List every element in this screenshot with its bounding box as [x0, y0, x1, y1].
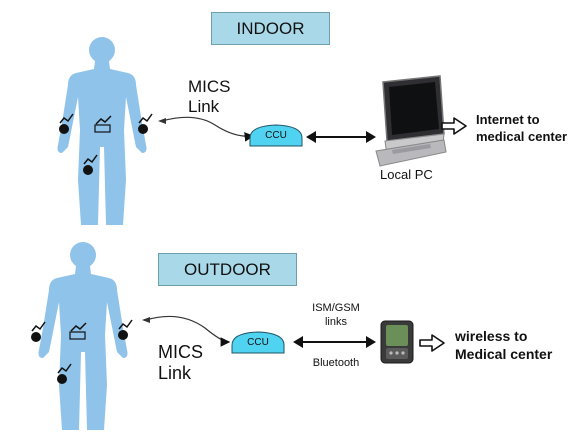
pda-device-icon: [380, 320, 414, 364]
indoor-sensor-leg: [83, 154, 98, 175]
outdoor-mics-label: MICS Link: [158, 342, 203, 384]
bluetooth-label: Bluetooth: [312, 357, 360, 369]
outdoor-ccu-label: CCU: [247, 337, 269, 348]
indoor-mics-label: MICS Link: [188, 77, 231, 117]
outdoor-mics-label-line1: MICS: [158, 342, 203, 362]
ism-gsm-label: ISM/GSM links: [296, 301, 376, 329]
ism-gsm-line1: ISM/GSM: [312, 302, 360, 314]
outdoor-destination-line2: Medical center: [455, 346, 553, 362]
outdoor-sensor-chest: [69, 322, 87, 340]
indoor-mics-label-line2: Link: [188, 97, 220, 116]
indoor-destination-line1: Internet to: [476, 112, 540, 127]
outdoor-body-figure: [38, 242, 128, 430]
indoor-title: INDOOR: [236, 18, 305, 38]
outdoor-title: OUTDOOR: [184, 259, 271, 279]
indoor-destination-arrow-icon: [441, 117, 467, 135]
outdoor-title-box: OUTDOOR: [158, 253, 297, 286]
outdoor-sensor-left-wrist: [31, 321, 46, 342]
outdoor-section: [31, 242, 445, 430]
indoor-mics-link-arrowhead: [158, 118, 166, 124]
outdoor-destination-arrow-icon: [419, 334, 445, 352]
outdoor-destination-line1: wireless to: [455, 328, 528, 344]
outdoor-mics-label-line2: Link: [158, 363, 192, 383]
indoor-ccu-pc-link: [306, 131, 376, 143]
laptop-icon: [375, 75, 447, 167]
indoor-mics-label-line1: MICS: [188, 77, 231, 96]
local-pc-label: Local PC: [380, 167, 433, 182]
outdoor-mics-link-arrowhead: [142, 317, 150, 323]
indoor-title-box: INDOOR: [211, 12, 330, 45]
indoor-destination-line2: medical center: [476, 129, 568, 144]
indoor-ccu-label: CCU: [265, 130, 287, 141]
outdoor-sensor-leg: [57, 363, 72, 384]
indoor-sensor-left-wrist: [59, 113, 74, 134]
ism-gsm-line2: links: [324, 316, 347, 328]
outdoor-mics-link-curve: [145, 315, 231, 347]
outdoor-sensor-right-wrist: [118, 319, 133, 340]
indoor-body-figure: [57, 37, 147, 225]
outdoor-ccu-pda-link: [293, 336, 376, 348]
indoor-sensor-right-wrist: [138, 113, 153, 134]
indoor-mics-link-curve: [161, 116, 255, 142]
indoor-section: [57, 37, 467, 225]
indoor-destination-label: Internet to medical center: [476, 111, 567, 145]
indoor-sensor-chest: [94, 115, 112, 133]
outdoor-destination-label: wireless to Medical center: [455, 327, 552, 363]
